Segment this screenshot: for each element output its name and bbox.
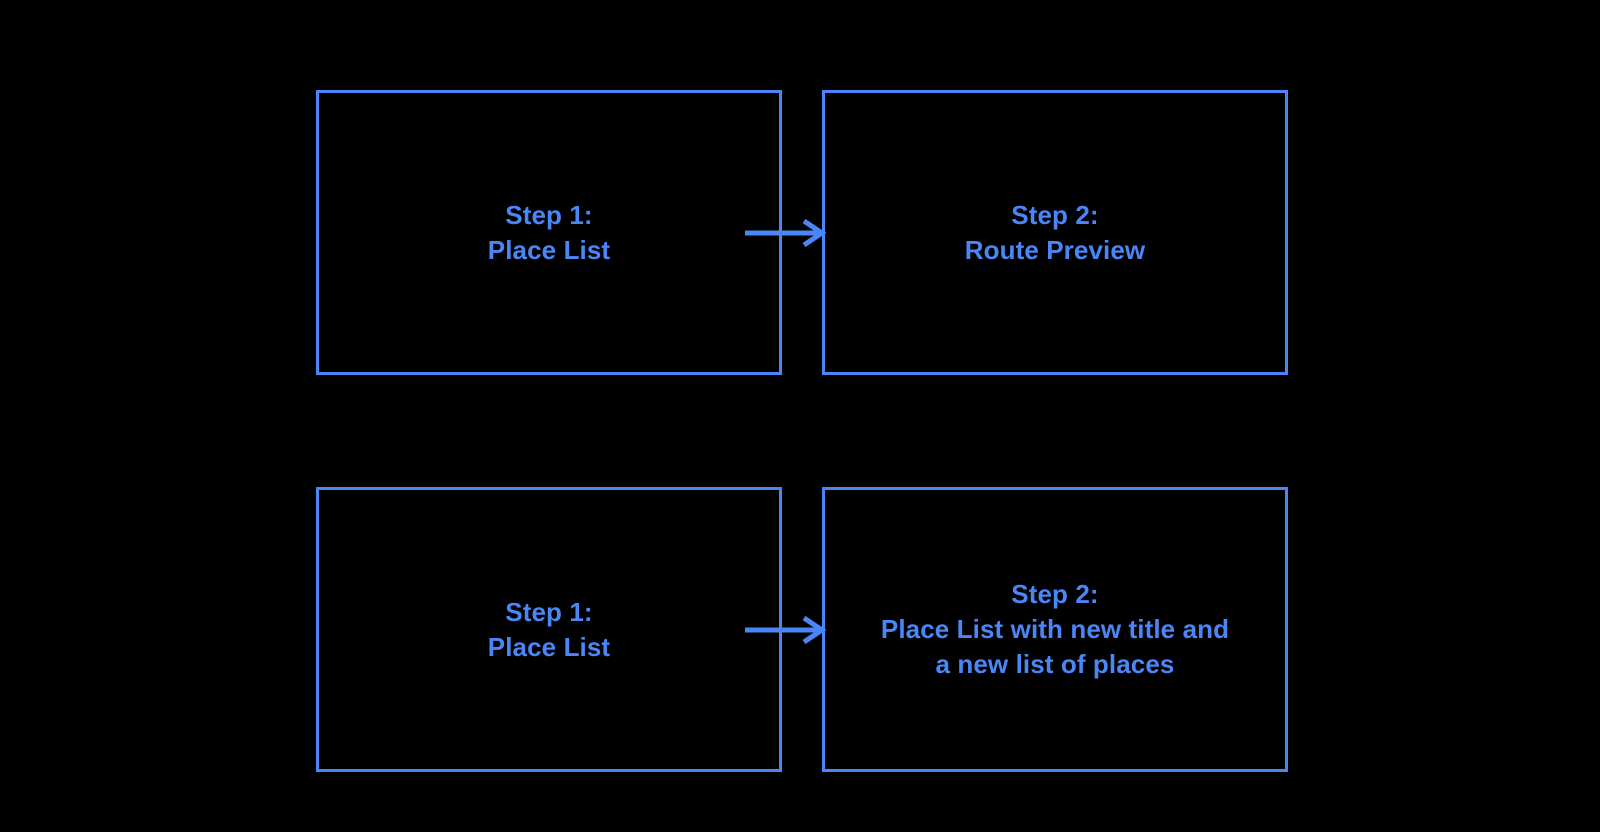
flow-row-route-preview: Step 1: Place List Step 2: Route Preview xyxy=(0,90,1600,375)
flow-row-place-list-update: Step 1: Place List Step 2: Place List wi… xyxy=(0,487,1600,772)
step-box-row2-step1[interactable]: Step 1: Place List xyxy=(316,487,782,772)
step-box-row2-step2[interactable]: Step 2: Place List with new title and a … xyxy=(822,487,1288,772)
step-box-label: Step 1: Place List xyxy=(487,596,611,662)
step-box-label: Step 2: Route Preview xyxy=(964,199,1146,265)
step-box-row1-step2[interactable]: Step 2: Route Preview xyxy=(822,90,1288,375)
step-box-label: Step 2: Place List with new title and a … xyxy=(880,579,1230,679)
step-box-label: Step 1: Place List xyxy=(487,199,611,265)
step-box-row1-step1[interactable]: Step 1: Place List xyxy=(316,90,782,375)
